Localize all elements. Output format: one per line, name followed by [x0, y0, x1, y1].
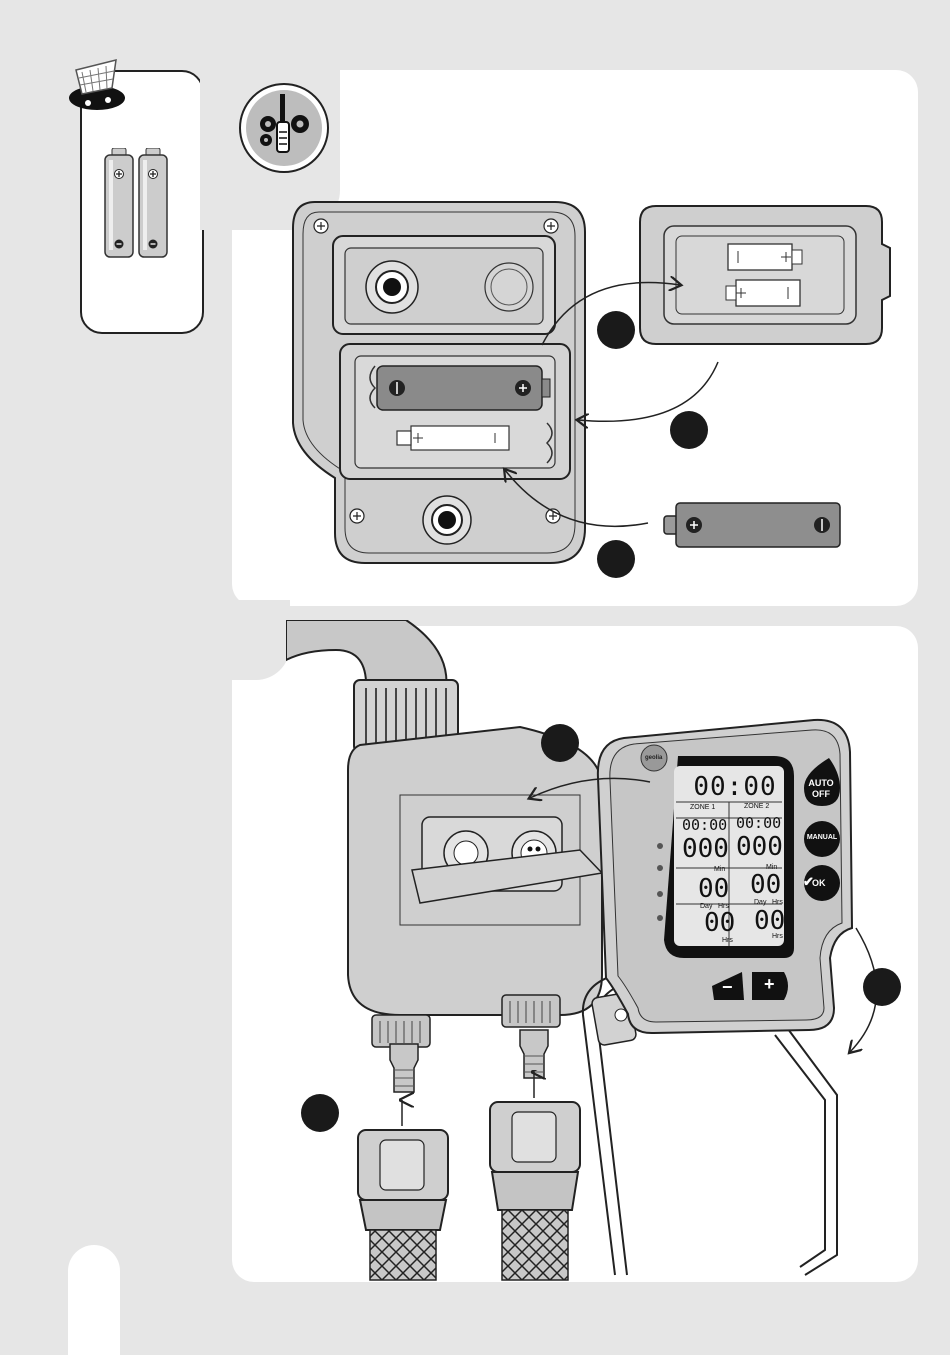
step-marker-6 — [301, 1094, 339, 1132]
step-marker-5 — [863, 968, 901, 1006]
hose-connector-right — [490, 1102, 580, 1280]
assembly-arrows — [0, 620, 950, 1070]
arrow-attach-timer — [530, 778, 650, 798]
arrow-insert-battery-2 — [505, 470, 648, 526]
step-marker-2 — [670, 411, 708, 449]
page-tab — [68, 1245, 120, 1355]
step-marker-1 — [597, 311, 635, 349]
install-arrows — [0, 0, 950, 620]
hose-connectors — [340, 1070, 600, 1285]
hose-connector-left — [358, 1130, 448, 1280]
step-marker-3 — [597, 540, 635, 578]
step-marker-4 — [541, 724, 579, 762]
